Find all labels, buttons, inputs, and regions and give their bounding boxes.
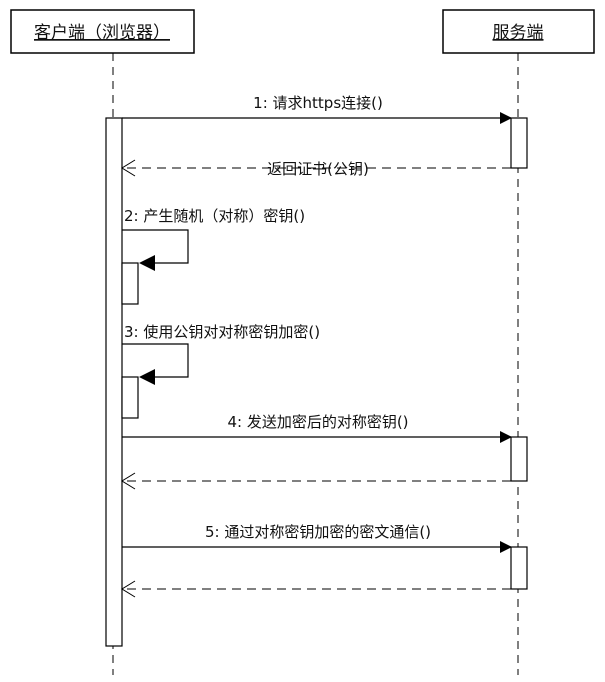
- message-4-label: 4: 发送加密后的对称密钥(): [227, 413, 408, 431]
- message-5: 5: 通过对称密钥加密的密文通信(): [122, 523, 512, 553]
- message-2-label: 2: 产生随机（对称）密钥(): [124, 207, 305, 225]
- message-5-label: 5: 通过对称密钥加密的密文通信(): [205, 523, 431, 541]
- return-1: 返回证书(公钥): [121, 159, 511, 178]
- participant-server-label: 服务端: [493, 23, 544, 43]
- participant-client: 客户端（浏览器）: [10, 9, 195, 54]
- message-2: 2: 产生随机（对称）密钥(): [121, 207, 305, 305]
- message-3: 3: 使用公钥对对称密钥加密(): [121, 323, 320, 419]
- participant-server: 服务端: [442, 9, 595, 54]
- server-activation-bar-1: [510, 117, 528, 169]
- message-1: 1: 请求https连接(): [122, 94, 512, 124]
- return-5: [121, 580, 511, 598]
- server-activation-bar-2: [510, 436, 528, 482]
- return-1-label: 返回证书(公钥): [267, 160, 369, 178]
- server-activation-bar-3: [510, 546, 528, 590]
- message-3-label: 3: 使用公钥对对称密钥加密(): [124, 323, 320, 341]
- message-4: 4: 发送加密后的对称密钥(): [122, 413, 512, 443]
- message-1-label: 1: 请求https连接(): [253, 94, 383, 112]
- return-4: [121, 472, 511, 490]
- participant-client-label: 客户端（浏览器）: [34, 23, 170, 43]
- client-activation-bar: [105, 117, 123, 647]
